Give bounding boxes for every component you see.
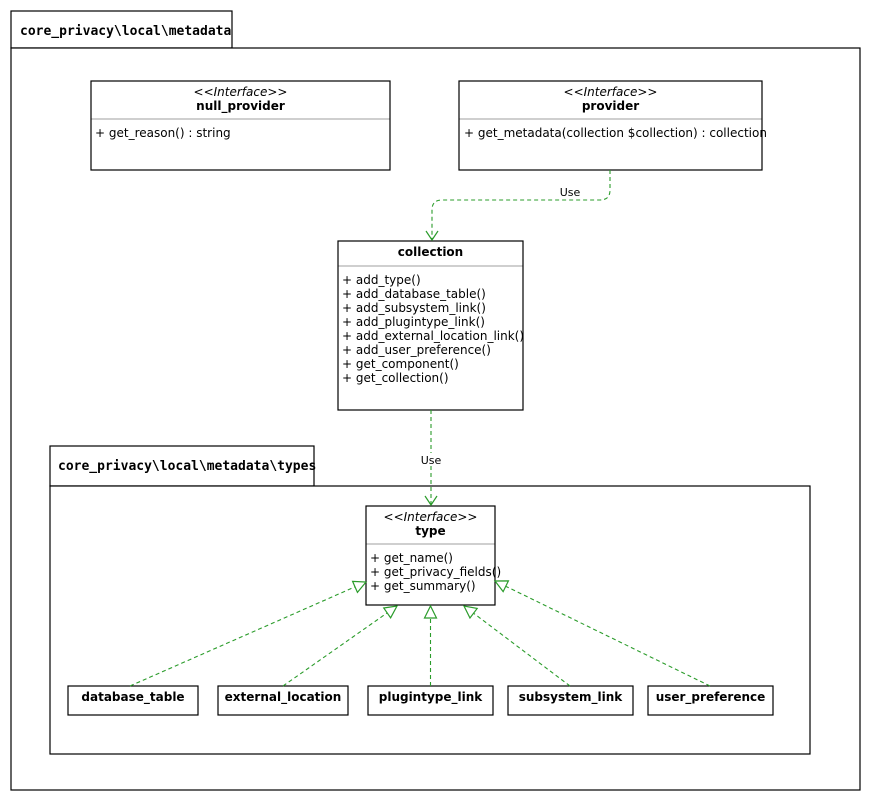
type-member: + get_privacy_fields() — [370, 565, 501, 579]
null-provider-name: null_provider — [196, 99, 285, 114]
class-database-table: database_table — [67, 685, 199, 716]
edge-subsystem-link-type — [462, 605, 571, 687]
package-metadata-title: core_privacy\local\metadata — [20, 24, 231, 39]
class-collection: collection + add_type() + add_database_t… — [337, 240, 524, 411]
null-provider-member: + get_reason() : string — [95, 126, 231, 140]
collection-member: + add_type() — [342, 273, 421, 287]
collection-member: + add_user_preference() — [342, 343, 491, 357]
class-provider: <<Interface>> provider + get_metadata(co… — [458, 80, 767, 171]
class-type: <<Interface>> type + get_name() + get_pr… — [365, 505, 501, 606]
collection-member: + add_external_location_link() — [342, 329, 524, 343]
edge-provider-collection: Use — [425, 170, 611, 242]
provider-stereotype: <<Interface>> — [564, 85, 658, 99]
class-user-preference: user_preference — [647, 685, 774, 716]
collection-member: + add_database_table() — [342, 287, 486, 301]
package-types-title: core_privacy\local\metadata\types — [58, 459, 316, 474]
collection-member: + add_plugintype_link() — [342, 315, 485, 329]
collection-member: + get_collection() — [342, 371, 449, 385]
null-provider-stereotype: <<Interface>> — [194, 85, 288, 99]
edge-provider-collection-label: Use — [560, 186, 581, 199]
external-location-name: external_location — [225, 690, 342, 705]
class-external-location: external_location — [217, 685, 349, 716]
edge-external-location-type — [282, 605, 399, 687]
collection-name: collection — [398, 245, 463, 259]
user-preference-name: user_preference — [656, 690, 766, 705]
edge-collection-type: Use — [416, 410, 446, 507]
type-stereotype: <<Interface>> — [384, 510, 478, 524]
subsystem-link-name: subsystem_link — [519, 690, 624, 705]
plugintype-link-name: plugintype_link — [379, 690, 484, 705]
edge-user-preference-type — [493, 580, 711, 687]
type-member: + get_name() — [370, 551, 453, 565]
provider-name: provider — [582, 99, 639, 113]
class-plugintype-link: plugintype_link — [367, 685, 494, 716]
collection-member: + add_subsystem_link() — [342, 301, 486, 315]
class-subsystem-link: subsystem_link — [507, 685, 634, 716]
provider-member: + get_metadata(collection $collection) :… — [464, 126, 767, 140]
class-null-provider: <<Interface>> null_provider + get_reason… — [90, 80, 391, 171]
collection-member: + get_component() — [342, 357, 459, 371]
edge-database-table-type — [129, 580, 368, 687]
edge-collection-type-label: Use — [421, 454, 442, 467]
type-name: type — [415, 524, 445, 538]
database-table-name: database_table — [81, 690, 184, 705]
type-member: + get_summary() — [370, 579, 476, 593]
